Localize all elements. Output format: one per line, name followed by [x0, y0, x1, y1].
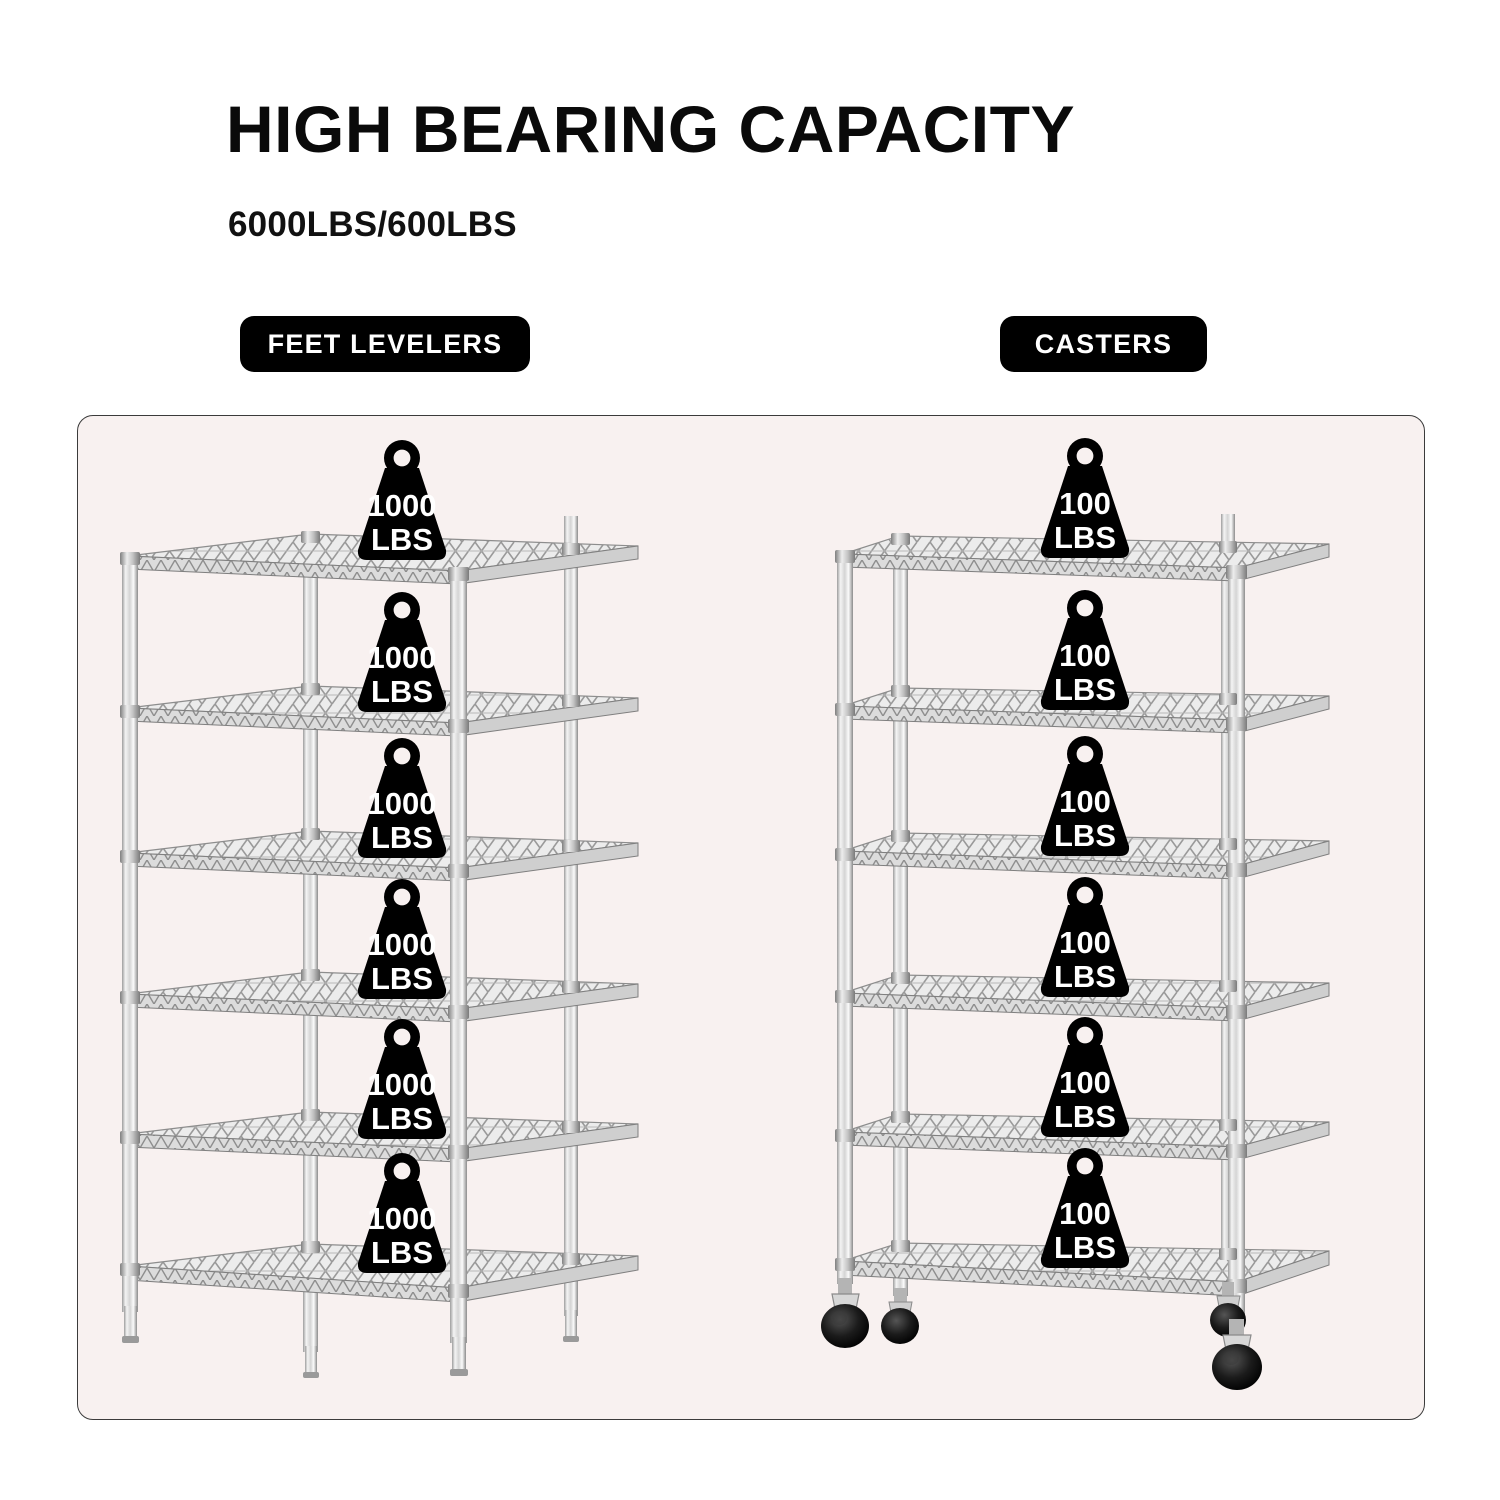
- weight-unit: LBS: [371, 1235, 433, 1270]
- weight-number: 100: [1059, 784, 1111, 819]
- weight-icon-shelf-3: 1000 LBS: [343, 736, 461, 860]
- section-badge-casters: CASTERS: [1000, 316, 1207, 372]
- weight-number: 100: [1059, 1065, 1111, 1100]
- page-subtitle: 6000LBS/600LBS: [228, 205, 517, 244]
- section-badge-feet-levelers: FEET LEVELERS: [240, 316, 530, 372]
- weight-number: 1000: [368, 640, 437, 675]
- caster-front-right: [1212, 1319, 1262, 1390]
- weight-unit: LBS: [1054, 959, 1116, 994]
- weight-unit: LBS: [1054, 1099, 1116, 1134]
- caster-front-left: [821, 1278, 869, 1348]
- post-collars: [835, 533, 1247, 1293]
- product-comparison-panel: 1000 LBS 1000 LBS 1000 LBS: [77, 415, 1425, 1420]
- weight-icon-shelf-2: 1000 LBS: [343, 590, 461, 714]
- weight-icon-shelf-4: 1000 LBS: [343, 877, 461, 1001]
- shelving-unit-feet-levelers: 1000 LBS 1000 LBS 1000 LBS: [98, 416, 698, 1419]
- weight-unit: LBS: [1054, 672, 1116, 707]
- weight-icon-shelf-1: 1000 LBS: [343, 438, 461, 562]
- feet-leveler-front-left: [122, 1306, 139, 1343]
- weight-number: 100: [1059, 638, 1111, 673]
- weight-unit: LBS: [371, 961, 433, 996]
- feet-leveler-rear-right: [563, 1310, 579, 1342]
- weight-unit: LBS: [1054, 818, 1116, 853]
- front-posts: [837, 552, 1245, 1326]
- weight-icon-shelf-6: 1000 LBS: [343, 1151, 461, 1275]
- weight-unit: LBS: [1054, 1230, 1116, 1265]
- feet-leveler-front-right: [450, 1337, 468, 1376]
- caster-rear-left: [881, 1288, 919, 1344]
- weight-icon-shelf-5: 1000 LBS: [343, 1017, 461, 1141]
- weight-icon-shelf-6: 100 LBS: [1026, 1146, 1144, 1270]
- weight-unit: LBS: [1054, 520, 1116, 555]
- weight-number: 1000: [368, 786, 437, 821]
- weight-unit: LBS: [371, 1101, 433, 1136]
- weight-number: 1000: [368, 1201, 437, 1236]
- weight-unit: LBS: [371, 522, 433, 557]
- weight-number: 100: [1059, 1196, 1111, 1231]
- weight-number: 1000: [368, 1067, 437, 1102]
- caster-group: [821, 1278, 1262, 1390]
- feet-leveler-group: [122, 1306, 579, 1378]
- post-collars: [120, 531, 580, 1298]
- weight-number: 100: [1059, 925, 1111, 960]
- weight-icon-shelf-1: 100 LBS: [1026, 436, 1144, 560]
- weight-unit: LBS: [371, 674, 433, 709]
- weight-number: 1000: [368, 488, 437, 523]
- shelving-unit-casters: 100 LBS 100 LBS 100 LBS: [813, 416, 1393, 1419]
- page-title: HIGH BEARING CAPACITY: [226, 92, 1075, 166]
- weight-icon-shelf-5: 100 LBS: [1026, 1015, 1144, 1139]
- weight-icon-shelf-3: 100 LBS: [1026, 734, 1144, 858]
- weight-icon-shelf-4: 100 LBS: [1026, 875, 1144, 999]
- feet-leveler-rear-left: [303, 1346, 319, 1378]
- weight-unit: LBS: [371, 820, 433, 855]
- weight-number: 100: [1059, 486, 1111, 521]
- weight-number: 1000: [368, 927, 437, 962]
- weight-icon-shelf-2: 100 LBS: [1026, 588, 1144, 712]
